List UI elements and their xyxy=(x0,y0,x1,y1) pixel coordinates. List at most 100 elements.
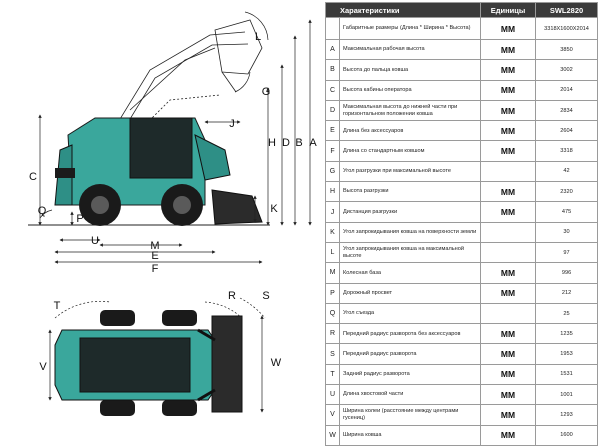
row-value: 212 xyxy=(535,282,599,304)
row-value: 996 xyxy=(535,262,599,284)
row-unit xyxy=(480,302,537,325)
row-unit: MM xyxy=(480,181,537,203)
row-value: 42 xyxy=(535,160,599,183)
row-key xyxy=(325,17,340,40)
row-characteristic: Максимальная высота до нижней части при … xyxy=(338,99,482,122)
row-unit: MM xyxy=(480,424,537,446)
row-value: 30 xyxy=(535,221,599,243)
loader-body xyxy=(54,117,231,206)
row-value: 3850 xyxy=(535,38,599,61)
row-key: D xyxy=(325,99,340,122)
label-D: D xyxy=(282,137,290,149)
label-P: P xyxy=(76,213,83,225)
row-unit: MM xyxy=(480,201,537,223)
row-key: L xyxy=(325,241,340,264)
row-characteristic: Передний радиус разворота xyxy=(338,343,482,365)
row-value: 25 xyxy=(535,302,599,325)
row-characteristic: Задний радиус разворота xyxy=(338,363,482,386)
row-unit: MM xyxy=(480,17,537,40)
label-W: W xyxy=(271,357,282,369)
row-key: A xyxy=(325,38,340,61)
row-characteristic: Максимальная рабочая высота xyxy=(338,38,482,61)
row-key: T xyxy=(325,363,340,386)
row-value: 1531 xyxy=(535,363,599,386)
row-value: 3318 xyxy=(535,140,599,162)
lowered-bucket xyxy=(211,189,263,225)
label-M: M xyxy=(150,240,159,252)
row-key: V xyxy=(325,404,340,426)
row-unit: MM xyxy=(480,59,537,81)
label-E: E xyxy=(151,250,158,262)
row-value: 1293 xyxy=(535,404,599,426)
specification-table: Характеристики Единицы SWL2820 Габаритны… xyxy=(324,2,599,446)
row-value: 1600 xyxy=(535,424,599,446)
row-value: 2320 xyxy=(535,181,599,203)
row-key: C xyxy=(325,79,340,101)
label-K: K xyxy=(270,203,278,215)
row-key: M xyxy=(325,262,340,284)
row-characteristic: Угол съезда xyxy=(338,302,482,325)
header-units: Единицы xyxy=(480,2,537,18)
row-key: G xyxy=(325,160,340,183)
table-row: Габаритные размеры (Длина * Ширина * Выс… xyxy=(325,17,599,40)
loader-diagrams: A B D H C G L J K Q P U M E F T R S xyxy=(28,11,317,416)
header-model: SWL2820 xyxy=(535,2,599,18)
side-dimension-labels: A B D H C G L J K Q P U M E F xyxy=(29,31,317,275)
row-value: 2014 xyxy=(535,79,599,101)
row-characteristic: Длина со стандартным ковшом xyxy=(338,140,482,162)
wheels xyxy=(79,184,203,226)
row-characteristic: Угол запрокидывания ковша на максимально… xyxy=(338,241,482,264)
top-dimension-lines xyxy=(48,297,266,413)
row-characteristic: Длина без аксессуаров xyxy=(338,120,482,142)
row-characteristic: Угол запрокидывания ковша на поверхности… xyxy=(338,221,482,243)
row-key: R xyxy=(325,323,340,345)
label-H: H xyxy=(268,137,276,149)
label-G: G xyxy=(262,86,271,98)
row-unit: MM xyxy=(480,99,537,122)
row-value: 2604 xyxy=(535,120,599,142)
row-unit: MM xyxy=(480,323,537,345)
row-unit: MM xyxy=(480,262,537,284)
label-B: B xyxy=(295,137,302,149)
row-characteristic: Колесная база xyxy=(338,262,482,284)
label-U: U xyxy=(91,235,99,247)
row-characteristic: Ширина ковша xyxy=(338,424,482,446)
label-F: F xyxy=(152,263,159,275)
label-L: L xyxy=(255,31,261,43)
row-characteristic: Угол разгрузки при максимальной высоте xyxy=(338,160,482,183)
label-S: S xyxy=(262,290,269,302)
row-value: 3002 xyxy=(535,59,599,81)
row-characteristic: Дорожный просвет xyxy=(338,282,482,304)
label-R: R xyxy=(228,290,236,302)
row-characteristic: Длина хвостовой части xyxy=(338,384,482,406)
row-key: K xyxy=(325,221,340,243)
row-unit: MM xyxy=(480,404,537,426)
side-dimension-lines xyxy=(38,11,312,264)
row-characteristic: Высота кабины оператора xyxy=(338,79,482,101)
row-unit: MM xyxy=(480,384,537,406)
row-characteristic: Ширина колеи (расстояние между центрами … xyxy=(338,404,482,426)
row-key: H xyxy=(325,181,340,203)
row-characteristic: Высота разгрузки xyxy=(338,181,482,203)
top-view-drawing xyxy=(54,310,243,416)
row-unit: MM xyxy=(480,79,537,101)
row-unit: MM xyxy=(480,120,537,142)
row-unit: MM xyxy=(480,38,537,61)
row-key: S xyxy=(325,343,340,365)
